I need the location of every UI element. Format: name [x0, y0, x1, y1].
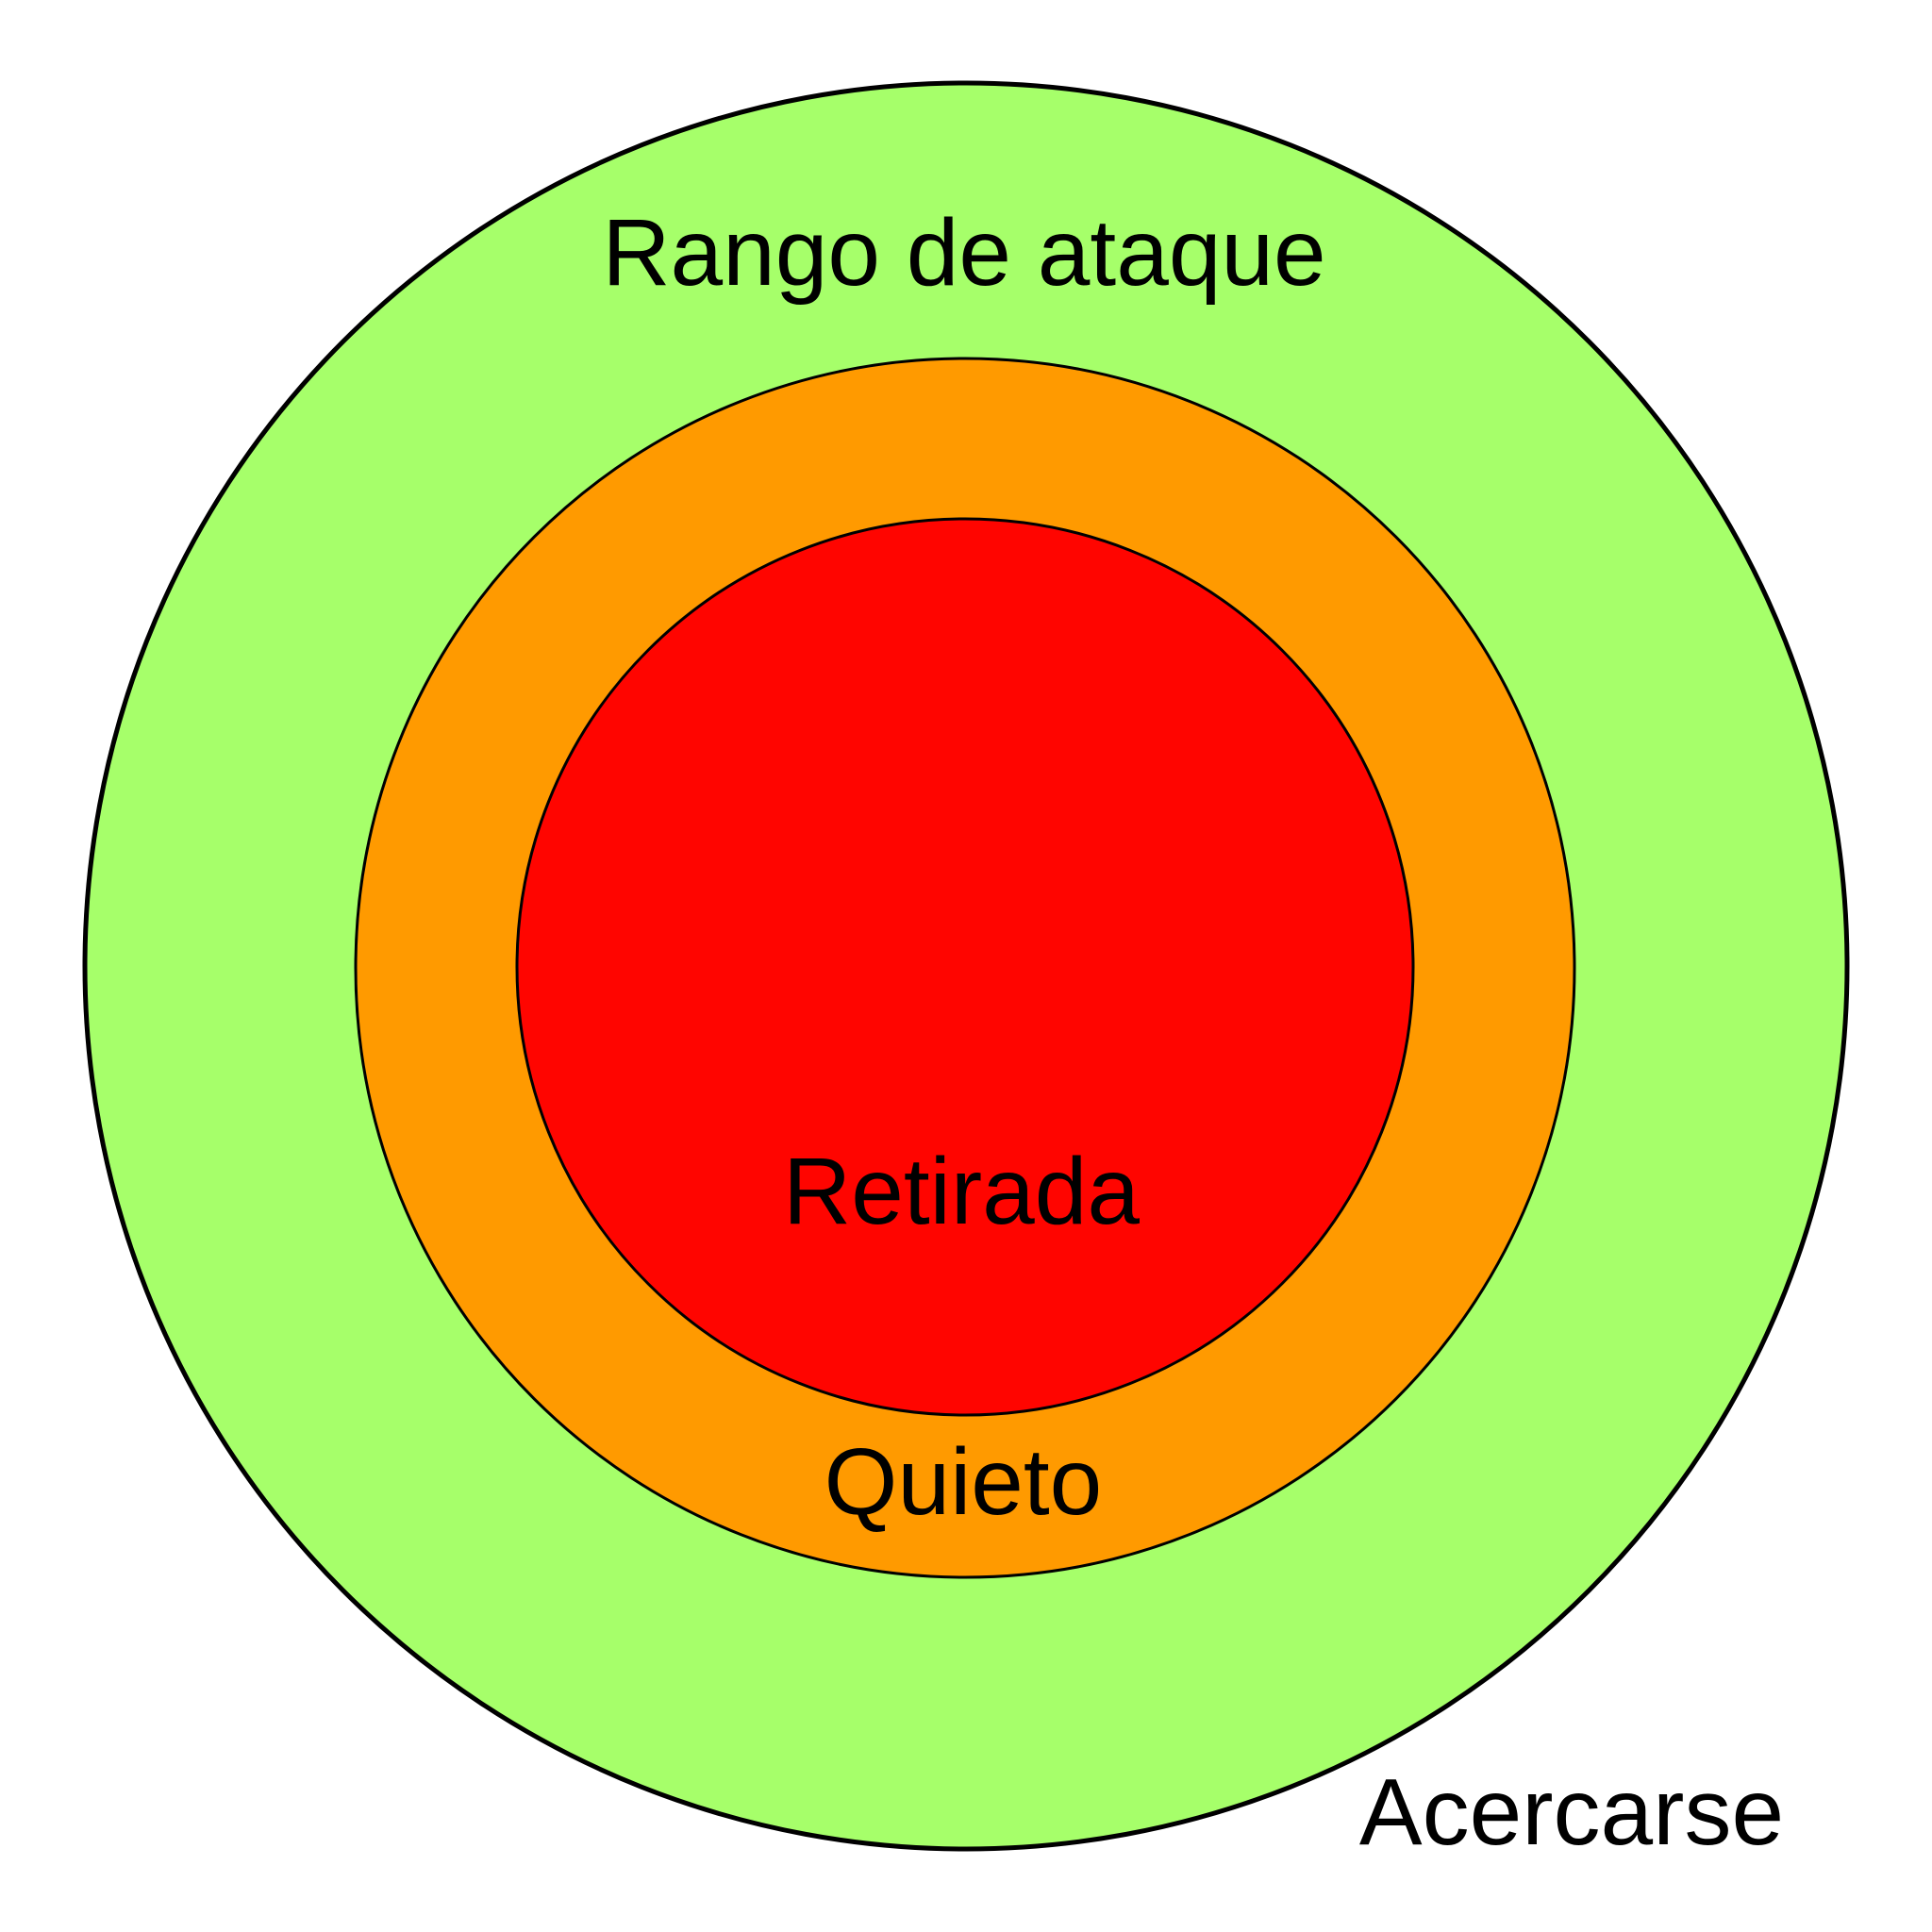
zone-inner-label: Retirada — [783, 1139, 1140, 1244]
zone-middle-label: Quieto — [824, 1429, 1103, 1535]
zone-outer-label: Rango de ataque — [602, 200, 1325, 306]
zone-inner-circle — [515, 517, 1415, 1417]
outside-zone-label: Acercarse — [1359, 1759, 1784, 1865]
